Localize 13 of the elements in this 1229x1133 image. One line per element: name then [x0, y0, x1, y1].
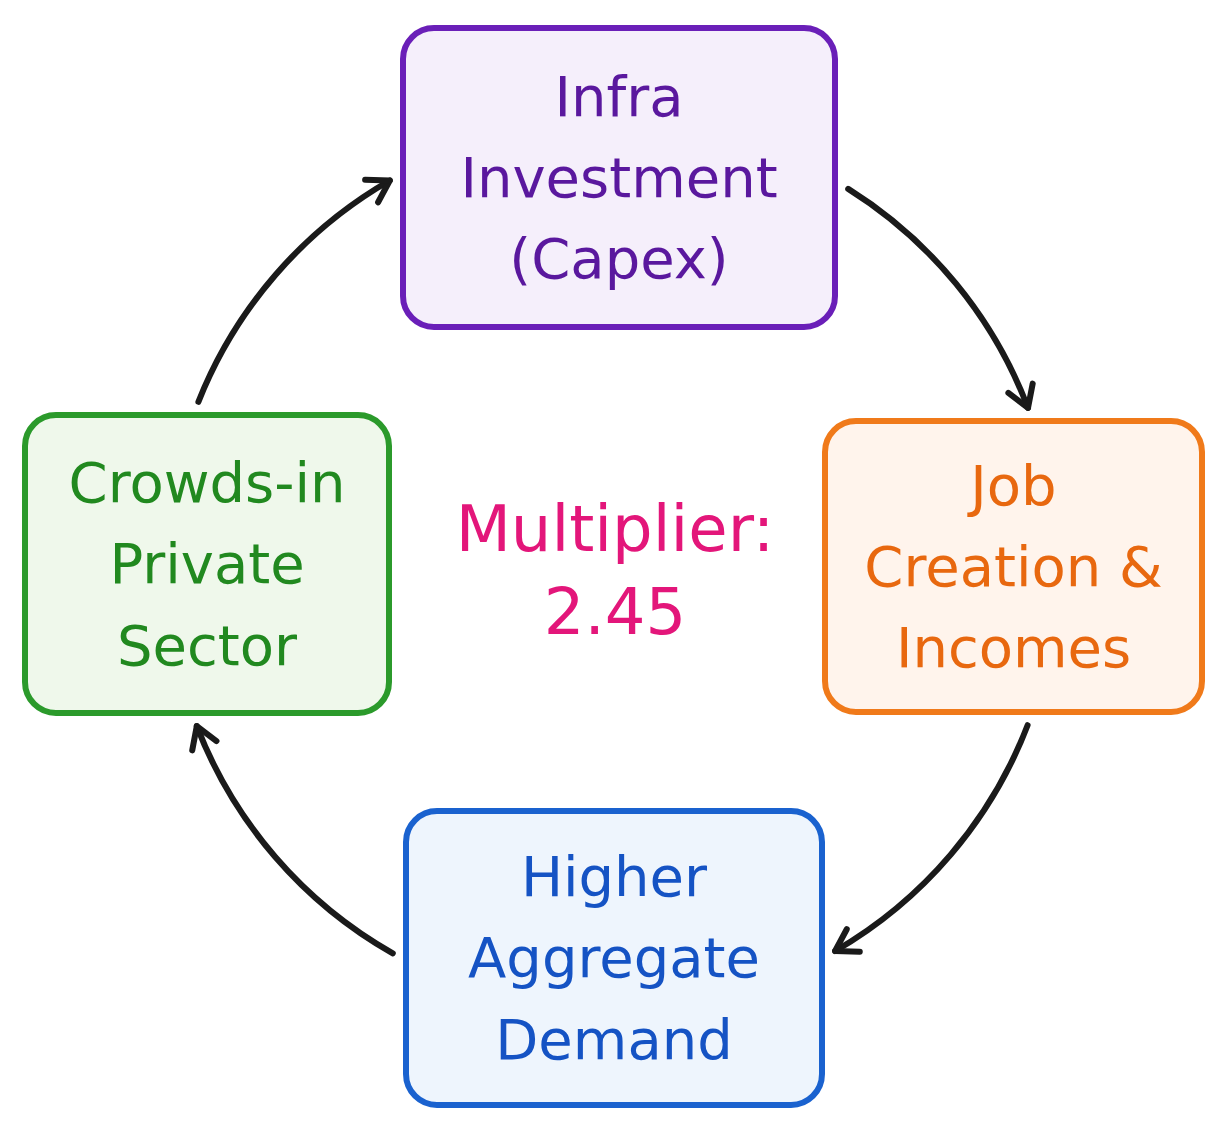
process-box — [822, 418, 1205, 715]
arrow — [195, 177, 393, 405]
arrow — [845, 185, 1035, 411]
box-label: Infra Investment (Capex) — [459, 62, 779, 294]
box-label: Crowds-in Private Sector — [67, 449, 347, 680]
process-box — [22, 412, 392, 716]
box-label: Higher Aggregate Demand — [467, 843, 761, 1074]
arrow — [832, 722, 1031, 954]
process-box — [400, 25, 838, 330]
arrow — [190, 723, 396, 957]
multiplier-label: Multiplier: 2.45 — [454, 491, 776, 652]
box-label: Job Creation & Incomes — [863, 451, 1164, 683]
process-box — [403, 808, 825, 1108]
